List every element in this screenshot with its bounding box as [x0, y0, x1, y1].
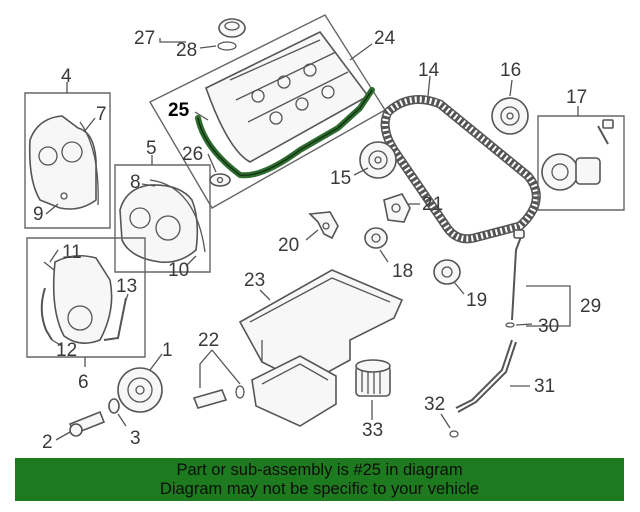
label-5: 5 [146, 138, 157, 159]
label-8: 8 [130, 172, 141, 193]
camshaft-sprocket-15 [359, 141, 397, 179]
label-4: 4 [61, 66, 72, 87]
label-15: 15 [330, 168, 351, 189]
oil-filter [355, 359, 391, 397]
crankshaft-washer [108, 398, 120, 414]
label-11: 11 [62, 242, 82, 263]
label-29: 29 [580, 296, 601, 317]
valve-cover [205, 30, 370, 163]
label-14: 14 [418, 60, 440, 81]
label-10: 10 [168, 260, 189, 281]
info-banner: Part or sub-assembly is #25 in diagram D… [15, 458, 624, 501]
engine-parts-diagram: 1 2 3 4 5 6 7 8 9 10 11 12 13 14 15 16 1… [24, 14, 625, 453]
oil-filler-cap [217, 18, 246, 51]
timing-cover-lower [40, 254, 127, 344]
tensioner-pulley-19 [433, 259, 461, 285]
idler-pulley-18 [364, 227, 388, 249]
label-16: 16 [500, 60, 521, 81]
label-31: 31 [534, 376, 555, 397]
group-box-6 [26, 237, 146, 367]
grommet-26 [209, 173, 231, 187]
label-28: 28 [176, 40, 197, 61]
camshaft-sprocket-16 [491, 97, 529, 135]
label-7: 7 [96, 104, 107, 125]
label-25: 25 [168, 100, 190, 121]
tensioner-bracket-20 [308, 211, 339, 240]
timing-belt [380, 95, 541, 244]
label-9: 9 [33, 204, 44, 225]
label-26: 26 [182, 144, 203, 165]
camshaft-phaser [541, 119, 614, 191]
dipstick [505, 229, 525, 328]
valve-cover-gasket [195, 87, 375, 179]
crankshaft-bolt [68, 410, 106, 437]
banner-line-1: Part or sub-assembly is #25 in diagram [176, 460, 463, 479]
label-3: 3 [130, 428, 141, 449]
crankshaft-pulley [117, 367, 163, 413]
tensioner-21 [383, 193, 411, 223]
label-1: 1 [162, 340, 173, 361]
label-17: 17 [566, 87, 587, 108]
label-12: 12 [56, 340, 77, 361]
label-24: 24 [374, 28, 396, 49]
label-32: 32 [424, 394, 445, 415]
group-box-4 [24, 82, 111, 229]
label-21: 21 [422, 194, 443, 215]
label-19: 19 [466, 290, 487, 311]
label-13: 13 [116, 276, 137, 297]
label-22: 22 [198, 330, 219, 351]
group-box-17 [537, 106, 625, 211]
label-20: 20 [278, 235, 299, 256]
banner-line-2: Diagram may not be specific to your vehi… [159, 479, 480, 498]
oil-pan-lower [251, 355, 337, 427]
dipstick-tube [449, 339, 517, 438]
label-23: 23 [244, 270, 265, 291]
label-2: 2 [42, 432, 53, 453]
timing-cover-middle [119, 179, 206, 264]
label-33: 33 [362, 420, 383, 441]
timing-cover-upper [28, 115, 99, 210]
label-6: 6 [78, 372, 89, 393]
label-30: 30 [538, 316, 559, 337]
leader-lines [45, 38, 571, 441]
part-labels: 1 2 3 4 5 6 7 8 9 10 11 12 13 14 15 16 1… [33, 28, 601, 453]
group-box-5 [114, 155, 211, 273]
label-27: 27 [134, 28, 155, 49]
label-18: 18 [392, 261, 413, 282]
drain-bolt-22 [192, 385, 245, 409]
